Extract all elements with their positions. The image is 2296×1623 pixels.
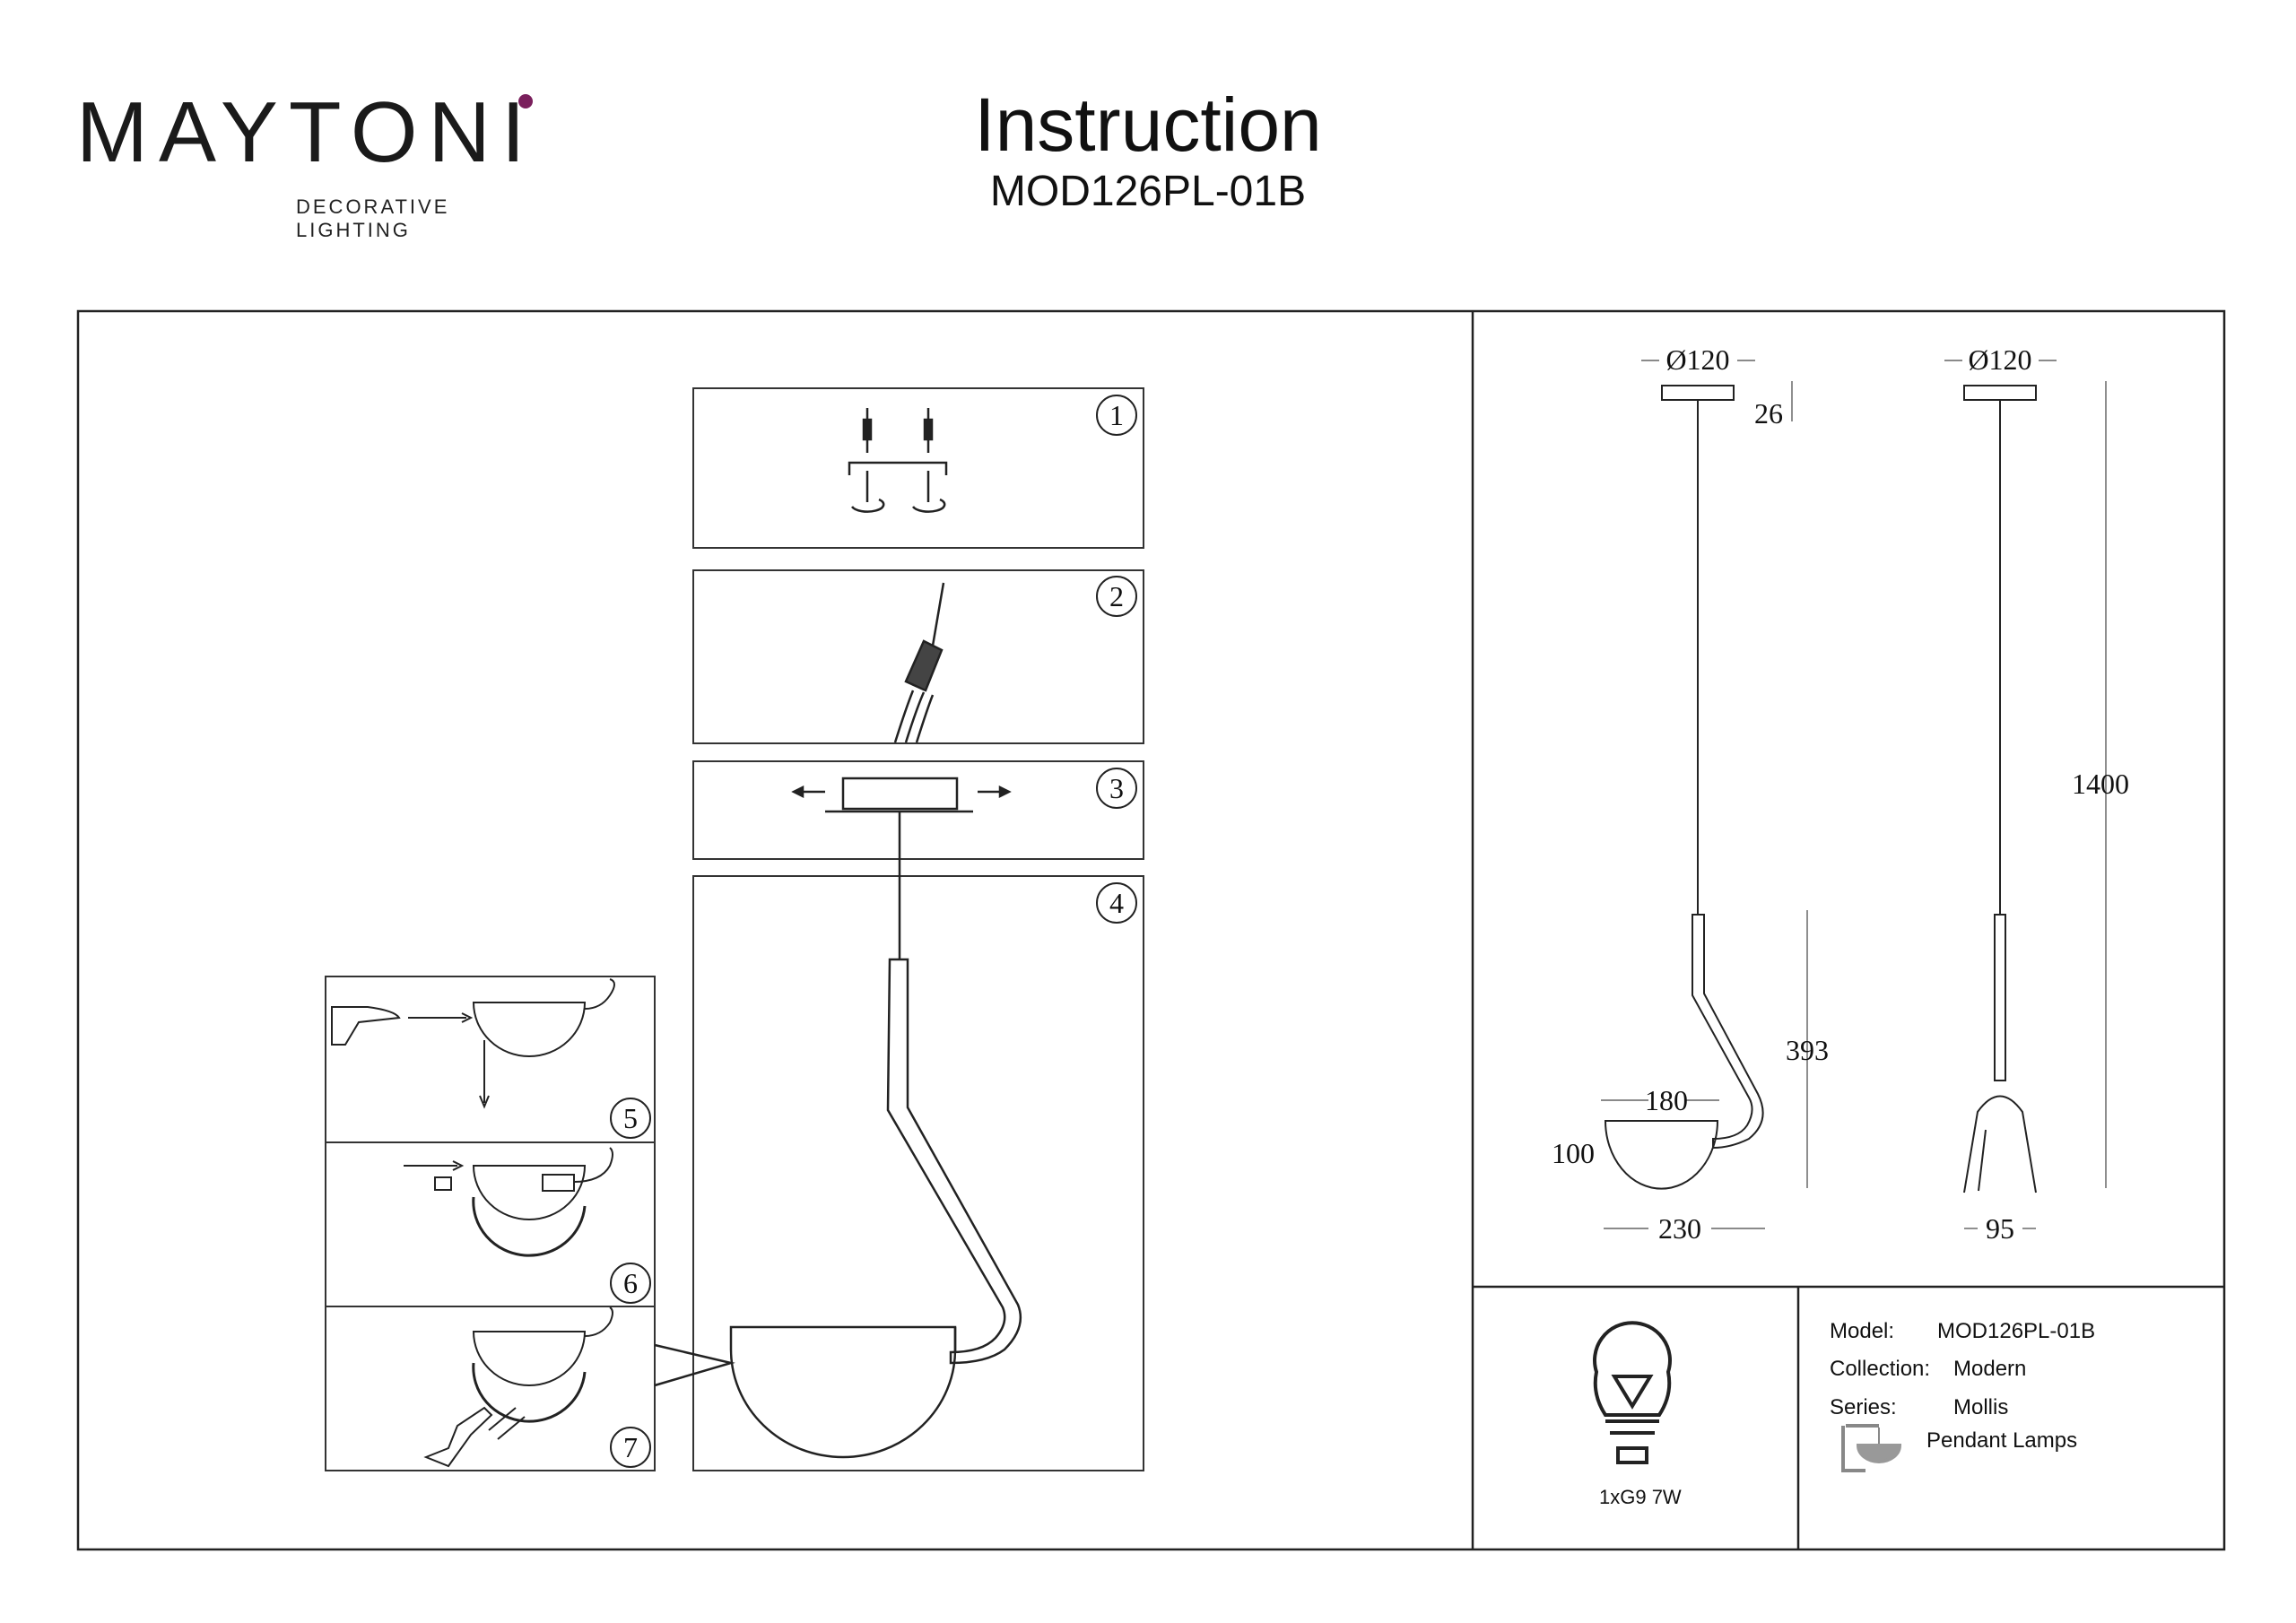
dim-shade-inner: 180 (1645, 1084, 1688, 1116)
dim-width-front: 230 (1658, 1212, 1701, 1245)
step-3-marker (1096, 768, 1137, 809)
pendant-lamp-icon (1841, 1424, 1902, 1472)
step-3-illustration (791, 777, 1012, 861)
step-6-box (325, 1141, 656, 1307)
spec-model-label: Model: (1830, 1319, 1894, 1343)
step-7-illustration (423, 1306, 613, 1468)
brand-dot (518, 94, 533, 108)
step-2-box (692, 569, 1144, 744)
bulb-icon (1593, 1321, 1672, 1464)
step-number: 2 (1109, 580, 1124, 612)
step-3-box (692, 760, 1144, 860)
spec-collection-value: Modern (1953, 1357, 2026, 1381)
dim-width-side: 95 (1986, 1212, 2014, 1245)
step-6-marker (610, 1263, 651, 1304)
front-view-drawing (1604, 385, 1764, 1190)
step-7-box (325, 1306, 656, 1471)
side-view-drawing (1963, 385, 2037, 1193)
spec-collection-label: Collection: (1830, 1357, 1930, 1381)
dim-canopy-side: Ø120 (1968, 343, 2031, 376)
dim-arm-height: 393 (1786, 1034, 1829, 1066)
step-number: 3 (1109, 772, 1124, 804)
step-2-marker (1096, 576, 1137, 617)
step-5-illustration (331, 978, 615, 1109)
model-code: MOD126PL-01B (989, 168, 1307, 215)
step-1-box (692, 387, 1144, 549)
spec-series-value: Mollis (1953, 1395, 2008, 1419)
step-number: 6 (623, 1267, 638, 1299)
step-2-illustration (893, 582, 945, 743)
step-1-illustration (848, 408, 948, 513)
dim-canopy-height: 26 (1754, 397, 1783, 430)
outer-frame (76, 309, 2226, 1551)
step-1-marker (1096, 395, 1137, 436)
spec-model-value: MOD126PL-01B (1937, 1319, 2095, 1343)
step-4-illustration (654, 861, 1022, 1459)
step-4-box (692, 875, 1144, 1471)
brand-name: MAYTONI (76, 84, 536, 180)
step-7-marker (610, 1427, 651, 1468)
brand-tagline: DECORATIVE LIGHTING (296, 195, 450, 241)
spec-type-value: Pendant Lamps (1926, 1428, 2077, 1453)
step-number: 5 (623, 1102, 638, 1134)
step-number: 1 (1109, 399, 1124, 431)
page-title: Instruction (974, 82, 1322, 167)
step-4-marker (1096, 882, 1137, 924)
brand-logo: MAYTONI DECORATIVE LIGHTING (76, 84, 561, 242)
step-number: 4 (1109, 887, 1124, 919)
step-5-marker (610, 1098, 651, 1139)
spec-series-label: Series: (1830, 1395, 1897, 1419)
dim-shade-height: 100 (1552, 1137, 1595, 1169)
step-number: 7 (623, 1431, 638, 1463)
dim-canopy-front: Ø120 (1665, 343, 1729, 376)
bulb-spec: 1xG9 7W (1599, 1486, 1682, 1508)
step-6-illustration (404, 1147, 613, 1257)
dim-total-height: 1400 (2072, 768, 2129, 800)
